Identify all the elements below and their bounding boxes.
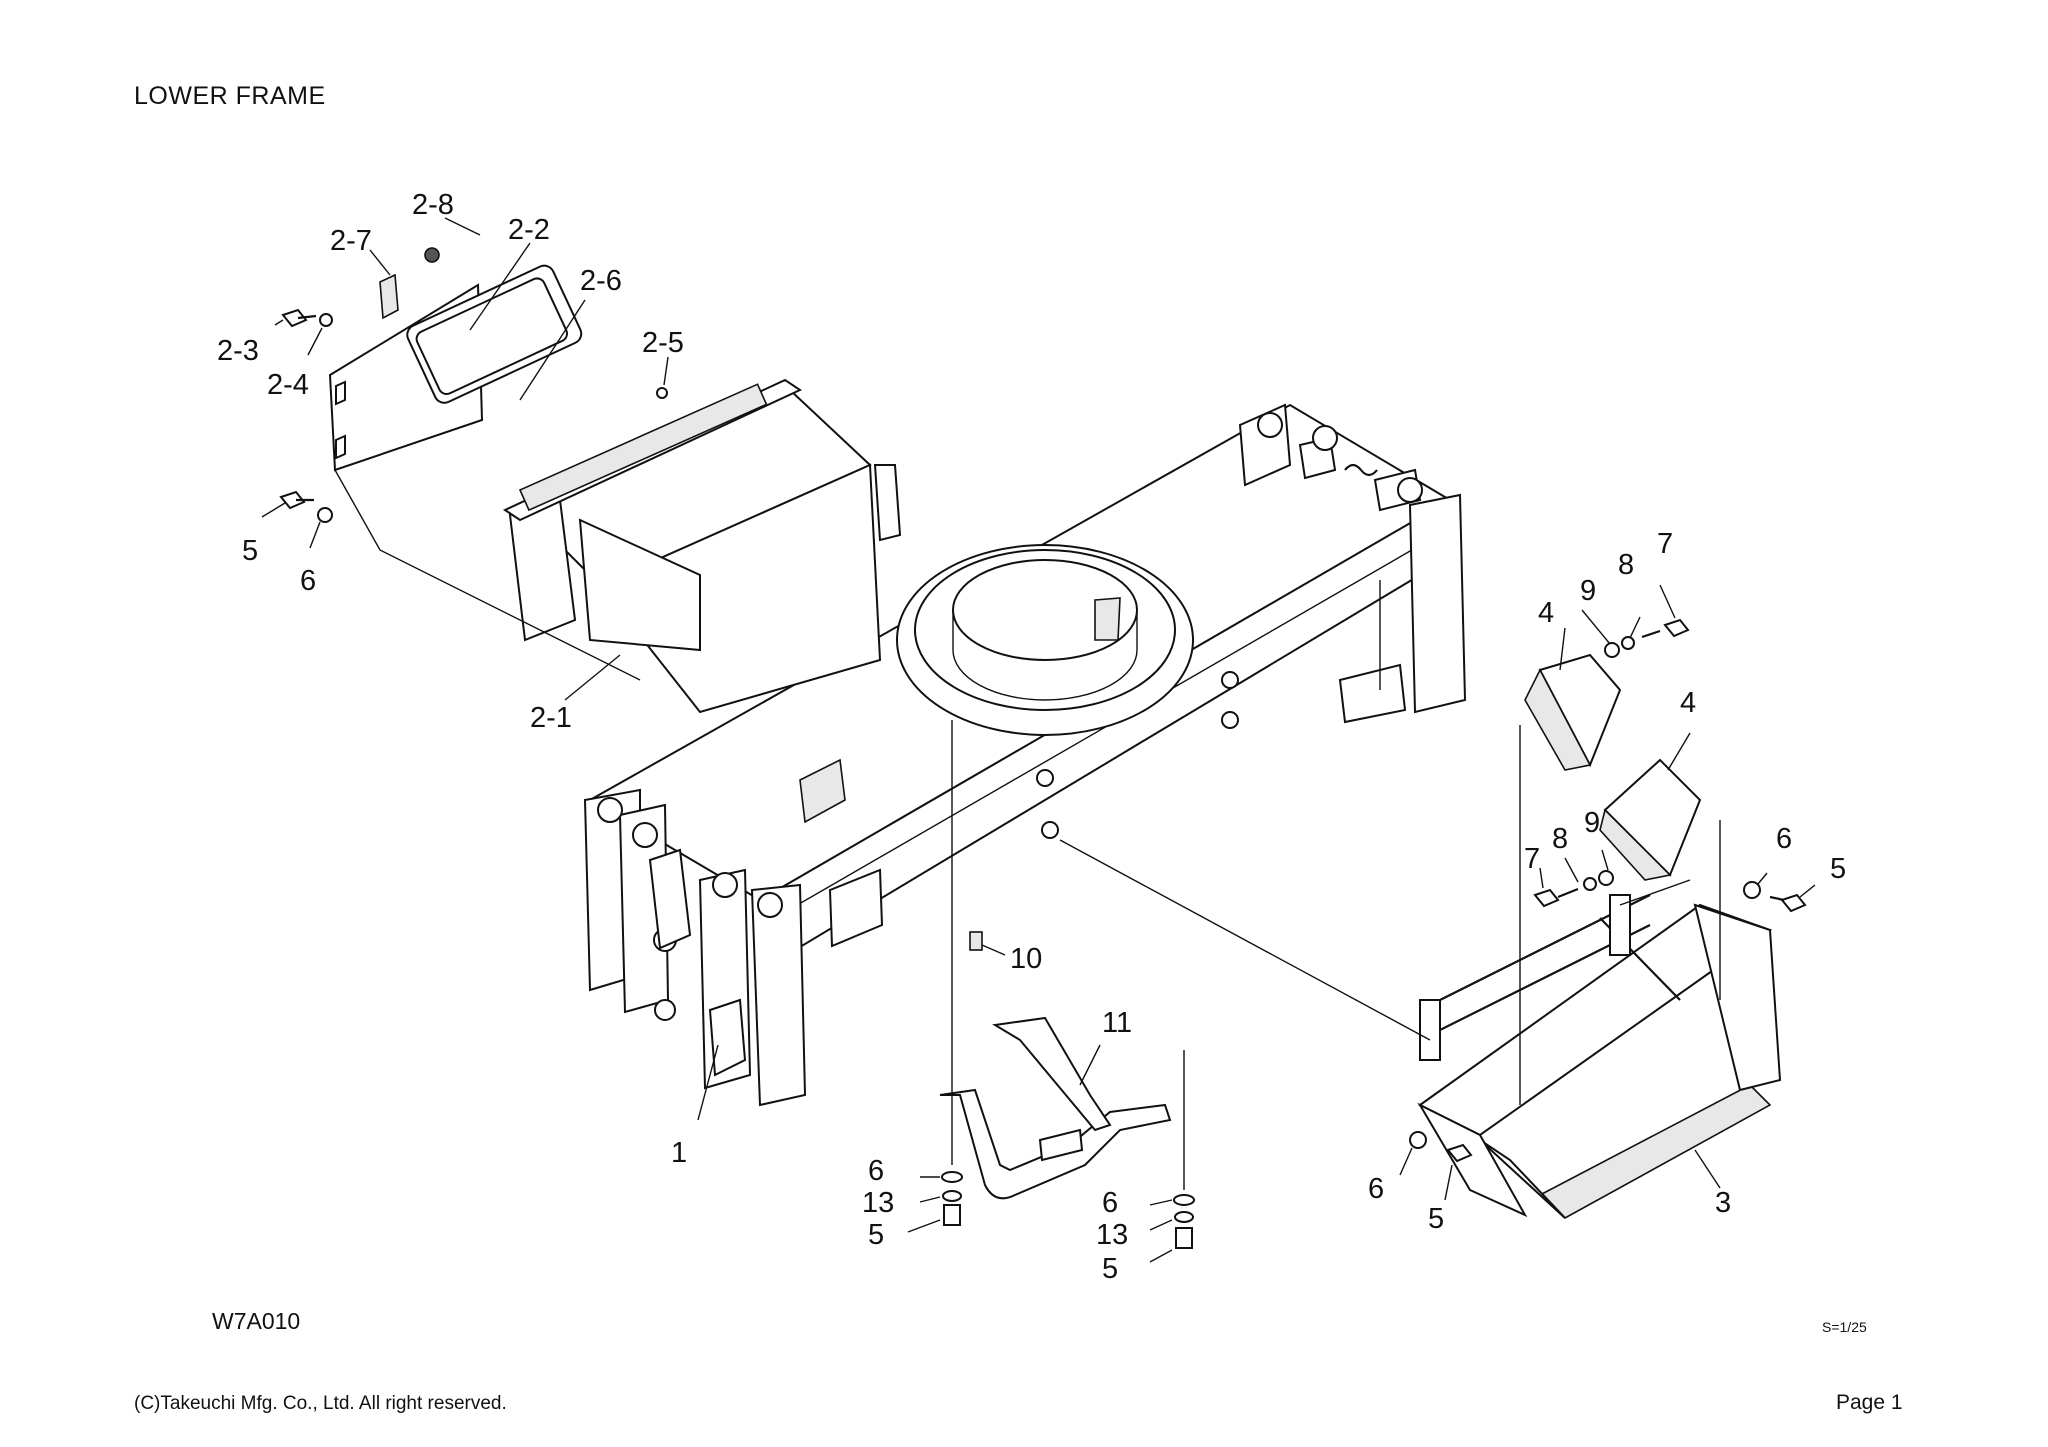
- bolt-2-3: [281, 308, 317, 328]
- callout-11: 11: [1102, 1007, 1132, 1039]
- step-assembly: [1417, 894, 1782, 1219]
- cover-fasteners: [1409, 618, 1807, 1163]
- cover-4b: [1599, 758, 1702, 881]
- callout-5-b: 5: [1830, 853, 1846, 885]
- page-title: LOWER FRAME: [134, 82, 326, 110]
- scale-label: S=1/25: [1822, 1319, 1867, 1335]
- callout-3: 3: [1715, 1187, 1731, 1219]
- bolt-5a: [279, 490, 314, 510]
- callout-5-a: 5: [242, 535, 258, 567]
- callout-13-a: 13: [862, 1187, 894, 1219]
- callout-10: 10: [1010, 943, 1042, 975]
- tool-box-assembly: [502, 378, 902, 714]
- callout-1: 1: [671, 1137, 687, 1169]
- callout-6-c: 6: [868, 1155, 884, 1187]
- callout-5-e: 5: [1428, 1203, 1444, 1235]
- bracket-11: [939, 1016, 1172, 1200]
- callout-6-a: 6: [300, 565, 316, 597]
- callout-6-d: 6: [1102, 1187, 1118, 1219]
- swing-bearing-ring: [896, 544, 1194, 736]
- callout-2-4: 2-4: [267, 369, 309, 401]
- callout-2-3: 2-3: [217, 335, 259, 367]
- callout-2-8: 2-8: [412, 189, 454, 221]
- callout-2-7: 2-7: [330, 225, 372, 257]
- bracket-fasteners: [941, 931, 1195, 1249]
- callout-2-2: 2-2: [508, 214, 550, 246]
- callout-6-b: 6: [1776, 823, 1792, 855]
- leader-lines: [261, 217, 1816, 1263]
- callout-6-e: 6: [1368, 1173, 1384, 1205]
- callout-2-6: 2-6: [580, 265, 622, 297]
- tool-box-cover-parts: [279, 247, 668, 523]
- callout-9-b: 9: [1584, 807, 1600, 839]
- callout-13-b: 13: [1096, 1219, 1128, 1251]
- callout-7-b: 7: [1524, 843, 1540, 875]
- callout-7-a: 7: [1657, 528, 1673, 560]
- callout-8-a: 8: [1618, 549, 1634, 581]
- callout-2-1: 2-1: [530, 702, 572, 734]
- callout-4-b: 4: [1680, 687, 1696, 719]
- cover-4a: [1524, 653, 1622, 771]
- callout-9-a: 9: [1580, 575, 1596, 607]
- callout-4-a: 4: [1538, 597, 1554, 629]
- page-number: Page 1: [1836, 1391, 1903, 1414]
- callout-5-c: 5: [868, 1219, 884, 1251]
- callout-8-b: 8: [1552, 823, 1568, 855]
- drawing-code: W7A010: [212, 1308, 301, 1334]
- callout-5-d: 5: [1102, 1253, 1118, 1285]
- callout-2-5: 2-5: [642, 327, 684, 359]
- callout-labels: 2-8 2-2 2-7 2-6 2-3 2-4 2-5 5 6 2-1 7 8 …: [217, 189, 1846, 1285]
- copyright-text: (C)Takeuchi Mfg. Co., Ltd. All right res…: [134, 1393, 507, 1414]
